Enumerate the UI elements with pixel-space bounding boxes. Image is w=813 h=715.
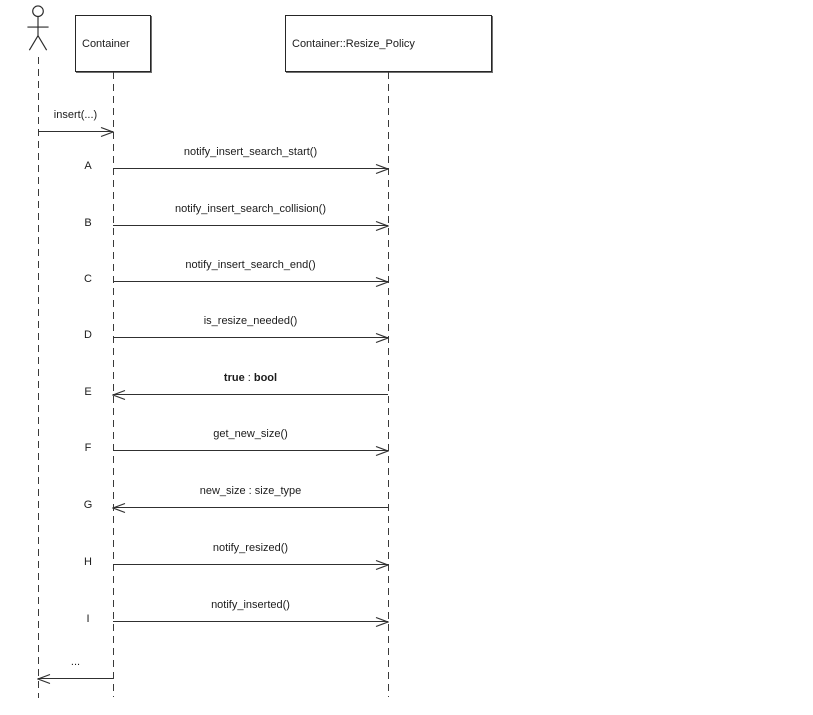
message-line <box>113 337 388 338</box>
message-letter: F <box>84 442 92 454</box>
message-line <box>38 131 113 132</box>
message-line <box>113 564 388 565</box>
message-label: notify_inserted() <box>211 599 290 611</box>
message-label: get_new_size() <box>213 428 288 440</box>
message-letter: C <box>84 273 92 285</box>
lifeline-container <box>113 72 114 697</box>
message-letter: D <box>84 329 92 341</box>
message-line <box>113 450 388 451</box>
lifeline-actor <box>38 57 39 698</box>
arrowhead-icon <box>37 673 51 685</box>
message-line <box>113 281 388 282</box>
message-label: ... <box>70 656 81 668</box>
message-letter: G <box>83 499 93 511</box>
arrowhead-icon <box>100 126 114 138</box>
arrowhead-icon <box>112 389 126 401</box>
message-label: notify_insert_search_collision() <box>174 203 326 215</box>
message-line <box>113 507 388 508</box>
message-line <box>113 168 388 169</box>
arrowhead-icon <box>375 332 389 344</box>
arrowhead-icon <box>375 445 389 457</box>
message-label: notify_insert_search_start() <box>183 146 318 158</box>
arrowhead-icon <box>112 502 126 514</box>
arrowhead-icon <box>375 220 389 232</box>
message-label: notify_resized() <box>212 542 289 554</box>
message-label-part: true <box>223 372 245 384</box>
arrowhead-icon <box>375 276 389 288</box>
message-letter: B <box>84 217 92 229</box>
message-letter: E <box>84 386 92 398</box>
message-label-part: bool <box>253 372 278 384</box>
message-line <box>113 394 388 395</box>
message-label: notify_insert_search_end() <box>185 259 316 271</box>
message-letter: A <box>84 160 92 172</box>
actor-icon <box>27 5 49 51</box>
message-line <box>38 678 113 679</box>
participant-box-container: Container <box>75 15 151 72</box>
message-label: new_size : size_type <box>199 485 302 497</box>
message-label: is_resize_needed() <box>203 315 298 327</box>
message-letter: I <box>86 613 90 625</box>
message-label: insert(...) <box>53 109 98 121</box>
participant-label-container: Container <box>82 37 130 50</box>
arrowhead-icon <box>375 559 389 571</box>
message-line <box>113 621 388 622</box>
participant-label-resize-policy: Container::Resize_Policy <box>292 37 415 50</box>
message-label: true : bool <box>113 370 388 386</box>
arrowhead-icon <box>375 616 389 628</box>
message-label-part: : <box>244 372 254 384</box>
lifeline-resize-policy <box>388 72 389 697</box>
message-letter: H <box>84 556 92 568</box>
arrowhead-icon <box>375 163 389 175</box>
participant-box-resize-policy: Container::Resize_Policy <box>285 15 492 72</box>
message-line <box>113 225 388 226</box>
